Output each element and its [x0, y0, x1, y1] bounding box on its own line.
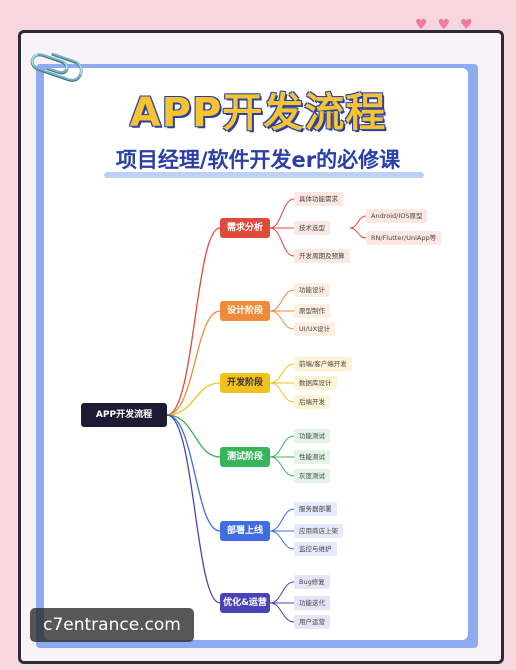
- mindmap-root: APP开发流程: [81, 403, 167, 427]
- paper-card: [44, 68, 468, 640]
- leaf-node: 前端/客户端开发: [294, 357, 352, 371]
- heart-icon: ♥: [415, 17, 428, 33]
- leaf-node: 灰度测试: [294, 469, 330, 483]
- leaf-node: 用户运营: [294, 615, 330, 629]
- leaf-node: 原型制作: [294, 304, 330, 318]
- branch-requirements: 需求分析: [220, 218, 270, 238]
- decoration-hearts: ♥ ♥ ♥: [415, 18, 473, 32]
- page-title: APP开发流程: [129, 90, 387, 136]
- leaf-node: Bug修复: [294, 575, 330, 589]
- leaf-node: 具体功能需求: [294, 192, 343, 206]
- heart-icon: ♥: [460, 17, 473, 33]
- leaf-node: 功能测试: [294, 429, 330, 443]
- branch-design: 设计阶段: [220, 301, 270, 321]
- branch-operations: 优化&运营: [220, 593, 270, 613]
- subleaf-node: RN/Flutter/UniApp等: [366, 231, 442, 245]
- branch-testing: 测试阶段: [220, 447, 270, 467]
- leaf-node: 数据库设计: [294, 376, 337, 390]
- branch-deployment: 部署上线: [220, 521, 270, 541]
- heart-icon: ♥: [437, 17, 451, 33]
- leaf-node: 开发周期及预算: [294, 249, 350, 263]
- leaf-node: 应用商店上架: [294, 524, 343, 538]
- leaf-node: 功能迭代: [294, 596, 330, 610]
- subtitle-underline: [104, 172, 424, 178]
- branch-development: 开发阶段: [220, 373, 270, 393]
- leaf-node: 服务器部署: [294, 502, 337, 516]
- leaf-node: 技术选型: [294, 221, 330, 235]
- page-subtitle: 项目经理/软件开发er的必修课: [115, 148, 401, 172]
- watermark-badge: c7entrance.com: [30, 608, 194, 642]
- leaf-node: UI/UX设计: [294, 322, 336, 336]
- leaf-node: 性能测试: [294, 450, 330, 464]
- leaf-node: 后端开发: [294, 395, 330, 409]
- leaf-node: 监控与维护: [294, 542, 337, 556]
- leaf-node: 功能设计: [294, 283, 330, 297]
- subleaf-node: Android/IOS原型: [366, 209, 428, 223]
